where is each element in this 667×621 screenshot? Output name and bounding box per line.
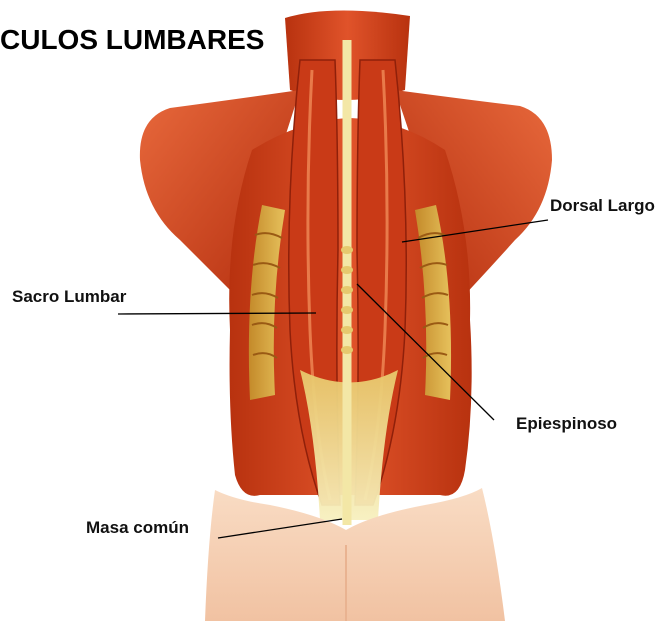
label-epiespinoso: Epiespinoso: [516, 414, 617, 434]
label-sacro-lumbar: Sacro Lumbar: [12, 287, 126, 307]
diagram-title: CULOS LUMBARES: [0, 24, 264, 56]
label-masa-comun: Masa común: [86, 518, 189, 538]
label-dorsal-largo: Dorsal Largo: [550, 196, 655, 216]
